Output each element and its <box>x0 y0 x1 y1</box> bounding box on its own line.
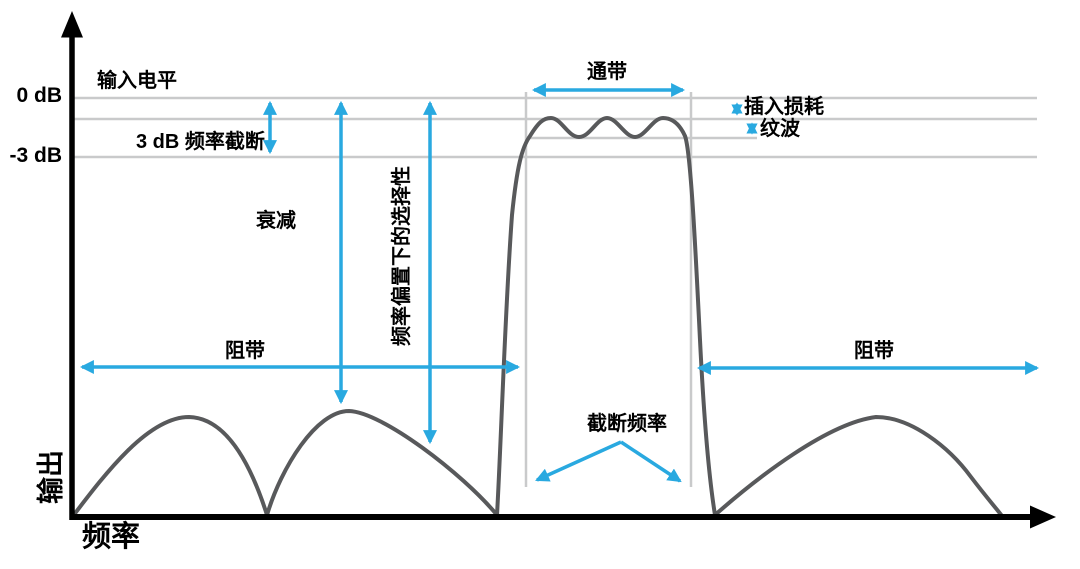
insertion-loss-label: 插入损耗 <box>744 96 824 118</box>
x-axis-title: 频率 <box>82 521 141 553</box>
axes <box>61 11 1056 529</box>
selectivity-label: 频率偏置下的选择性 <box>391 166 413 346</box>
reference-gridlines <box>72 92 1037 487</box>
ripple-label: 纹波 <box>760 118 800 140</box>
y-axis-title: 输出 <box>36 450 66 504</box>
passband-label: 通带 <box>587 61 627 83</box>
cutoff-frequency-label: 截断频率 <box>587 413 667 435</box>
cutoff-frequency-arrow-left <box>535 440 622 482</box>
stopband-left-label: 阻带 <box>225 340 265 362</box>
attenuation-label: 衰减 <box>256 210 296 232</box>
y-axis-arrowhead-icon <box>61 11 83 38</box>
input-level-label: 输入电平 <box>97 70 177 92</box>
cutoff-3db-label: 3 dB 频率截断 <box>136 131 265 153</box>
cutoff-frequency-arrow-right <box>620 440 682 483</box>
y-tick-0db: 0 dB <box>16 84 62 107</box>
stopband-right-label: 阻带 <box>854 340 894 362</box>
y-tick-minus3db: -3 dB <box>9 144 63 167</box>
response-curve <box>71 116 1004 518</box>
annotation-arrows <box>79 83 1040 483</box>
x-axis-arrowhead-icon <box>1030 505 1056 529</box>
